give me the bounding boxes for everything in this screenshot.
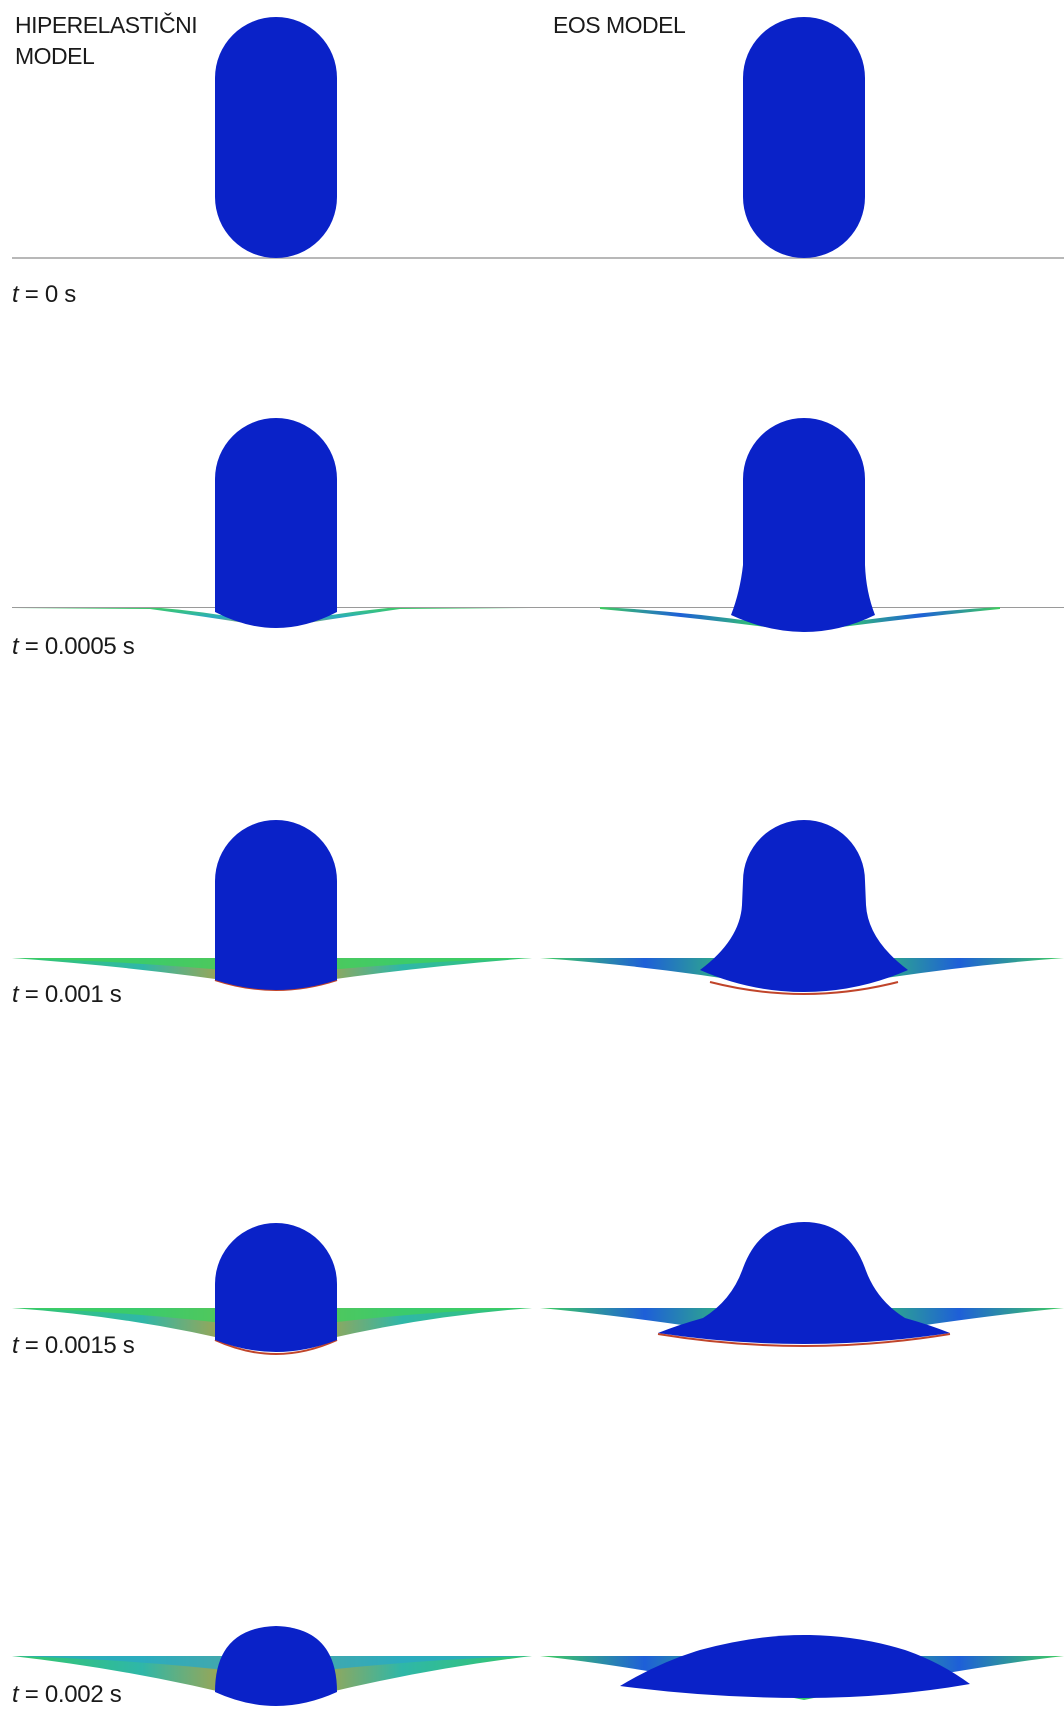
- time-label-frame-5: t = 0.002 s: [12, 1681, 122, 1709]
- column-title-eos: EOS MODEL: [553, 12, 686, 38]
- plate-edge-line: [214, 1339, 338, 1356]
- frame-1: [12, 17, 1064, 259]
- time-value: = 0 s: [24, 281, 77, 308]
- frame-2: [12, 418, 1064, 632]
- time-label-frame-4: t = 0.0015 s: [12, 1332, 135, 1360]
- projectile-eos: [743, 17, 865, 258]
- time-variable: t: [12, 1681, 19, 1708]
- projectile-hyperelastic: [215, 820, 337, 990]
- time-variable: t: [12, 981, 19, 1008]
- plate-eos: [600, 607, 1000, 632]
- projectile-eos: [658, 1222, 950, 1344]
- projectile-hyperelastic: [215, 1223, 337, 1352]
- time-value: = 0.002 s: [24, 1681, 122, 1708]
- plate-edge-line: [709, 981, 899, 996]
- time-variable: t: [12, 1332, 19, 1359]
- time-variable: t: [12, 633, 19, 660]
- column-title-hyperelastic: HIPERELASTIČNI MODEL: [15, 12, 198, 69]
- time-label-frame-1: t = 0 s: [12, 281, 76, 309]
- projectile-hyperelastic: [215, 1626, 337, 1706]
- time-label-frame-3: t = 0.001 s: [12, 981, 122, 1009]
- time-label-frame-2: t = 0.0005 s: [12, 633, 135, 661]
- projectile-eos: [731, 418, 875, 632]
- projectile-eos: [620, 1634, 970, 1698]
- projectile-hyperelastic: [215, 17, 337, 258]
- time-value: = 0.0005 s: [24, 633, 135, 660]
- frame-5: [12, 1626, 1064, 1706]
- time-value: = 0.001 s: [24, 981, 122, 1008]
- frame-3: [12, 820, 1064, 996]
- projectile-hyperelastic: [215, 418, 337, 628]
- projectile-eos: [700, 820, 908, 992]
- plate-edge-line: [657, 1333, 951, 1348]
- time-variable: t: [12, 281, 19, 308]
- frame-4: [12, 1222, 1064, 1356]
- time-value: = 0.0015 s: [24, 1332, 135, 1359]
